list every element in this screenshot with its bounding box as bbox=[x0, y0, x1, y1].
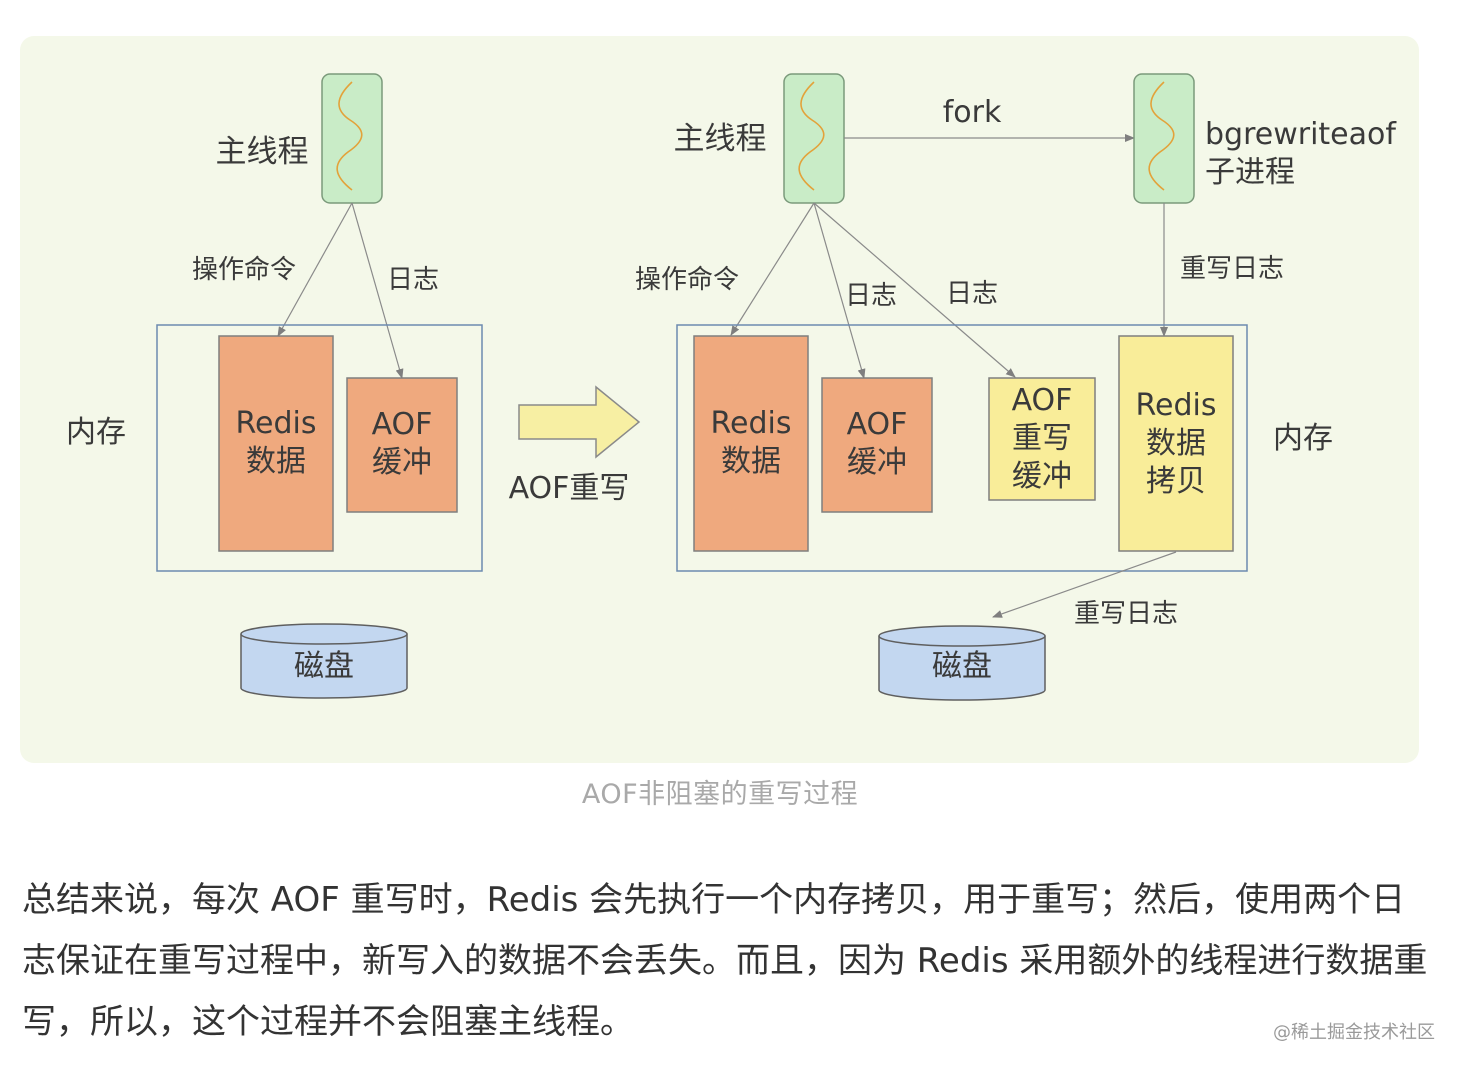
left-log-arrow bbox=[351, 202, 404, 379]
right-log1-arrow bbox=[813, 202, 866, 379]
transition-label: AOF重写 bbox=[509, 471, 630, 506]
left-disk bbox=[240, 623, 408, 699]
right-memory-label: 内存 bbox=[1273, 421, 1333, 456]
left-main-thread bbox=[321, 73, 383, 204]
aof-rewrite-buffer-line1: AOF bbox=[1012, 383, 1073, 418]
left-op-arrow bbox=[277, 202, 353, 337]
right-redis-data-line1: Redis bbox=[711, 406, 792, 441]
child-process-line1: bgrewriteaof bbox=[1205, 117, 1397, 152]
rewrite-log-bottom-arrow bbox=[992, 551, 1177, 618]
left-op-command-label: 操作命令 bbox=[192, 255, 296, 285]
aof-rewrite-buffer-line2: 重写 bbox=[1012, 421, 1072, 456]
right-aof-buffer-box bbox=[821, 377, 933, 513]
redis-data-copy-box bbox=[1118, 335, 1234, 552]
right-disk-label: 磁盘 bbox=[932, 649, 992, 684]
left-main-thread-label: 主线程 bbox=[216, 134, 309, 170]
thread-squiggle-icon bbox=[798, 81, 825, 191]
right-log1-label: 日志 bbox=[845, 281, 897, 311]
right-aof-buffer-line1: AOF bbox=[847, 407, 908, 442]
right-disk bbox=[878, 625, 1046, 701]
rewrite-log-bottom-label: 重写日志 bbox=[1074, 599, 1178, 629]
child-process-line2: 子进程 bbox=[1205, 155, 1295, 190]
left-disk-label: 磁盘 bbox=[294, 649, 354, 684]
left-redis-data-line1: Redis bbox=[236, 406, 317, 441]
left-aof-buffer-box bbox=[346, 377, 458, 513]
left-memory-label: 内存 bbox=[66, 415, 126, 450]
right-redis-data-line2: 数据 bbox=[721, 444, 781, 479]
right-redis-data-box bbox=[693, 335, 809, 552]
redis-data-copy-line3: 拷贝 bbox=[1146, 464, 1206, 499]
figure-caption: AOF非阻塞的重写过程 bbox=[581, 779, 859, 810]
left-log-label: 日志 bbox=[387, 265, 439, 295]
right-main-thread bbox=[783, 73, 845, 204]
fork-label: fork bbox=[943, 95, 1002, 130]
right-op-command-label: 操作命令 bbox=[635, 265, 739, 295]
left-memory-box bbox=[156, 324, 483, 572]
rewrite-log-top-label: 重写日志 bbox=[1180, 254, 1284, 284]
redis-data-copy-line2: 数据 bbox=[1146, 426, 1206, 461]
paragraph-line: 志保证在重写过程中，新写入的数据不会丢失。而且，因为 Redis 采用额外的线程… bbox=[22, 941, 1428, 981]
paragraph-line: 写，所以，这个过程并不会阻塞主线程。 bbox=[22, 1002, 634, 1042]
left-redis-data-line2: 数据 bbox=[246, 444, 306, 479]
left-aof-buffer-line1: AOF bbox=[372, 407, 433, 442]
right-aof-buffer-line2: 缓冲 bbox=[847, 445, 907, 480]
right-memory-box bbox=[676, 324, 1248, 572]
child-process-thread bbox=[1133, 73, 1195, 204]
thread-squiggle-icon bbox=[1148, 81, 1175, 191]
left-redis-data-box bbox=[218, 335, 334, 552]
right-main-thread-label: 主线程 bbox=[674, 121, 767, 157]
thread-squiggle-icon bbox=[336, 81, 363, 191]
right-log2-arrow bbox=[813, 202, 1016, 378]
watermark: @稀土掘金技术社区 bbox=[1273, 1022, 1435, 1043]
summary-paragraph: 总结来说，每次 AOF 重写时，Redis 会先执行一个内存拷贝，用于重写；然后… bbox=[22, 870, 1427, 1053]
transition-arrow-icon bbox=[518, 385, 641, 459]
right-log2-label: 日志 bbox=[946, 279, 998, 309]
aof-rewrite-buffer-line3: 缓冲 bbox=[1012, 459, 1072, 494]
right-op-arrow bbox=[730, 202, 815, 336]
redis-data-copy-line1: Redis bbox=[1136, 388, 1217, 423]
left-aof-buffer-line2: 缓冲 bbox=[372, 445, 432, 480]
paragraph-line: 总结来说，每次 AOF 重写时，Redis 会先执行一个内存拷贝，用于重写；然后… bbox=[22, 880, 1406, 920]
aof-rewrite-buffer-box bbox=[988, 377, 1096, 501]
